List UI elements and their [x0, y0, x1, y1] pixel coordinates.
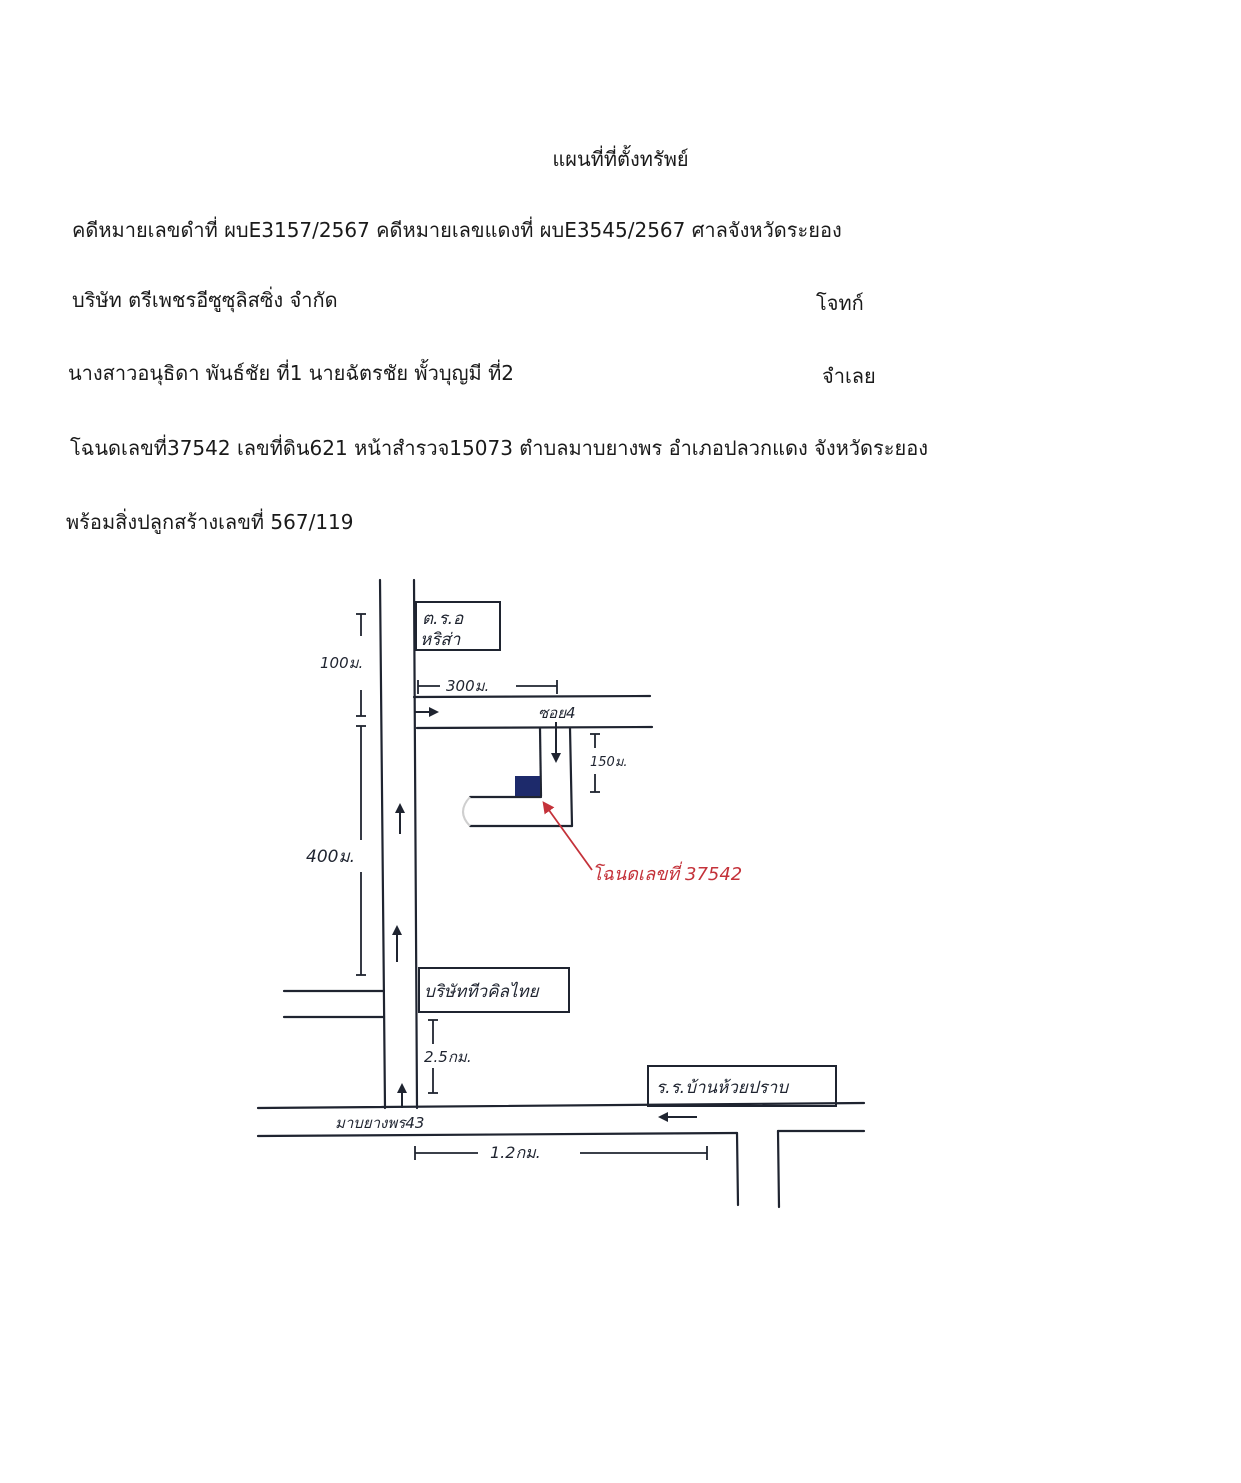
- landmark-school-label: ร.ร.บ้านห้วยปราบ: [656, 1078, 789, 1098]
- plaintiff-name: บริษัท ตรีเพชรอีซูซุลิสซิ่ง จำกัด: [72, 288, 338, 312]
- building-number-line: พร้อมสิ่งปลูกสร้างเลขที่ 567/119: [66, 510, 354, 534]
- top-road-south-edge: [415, 725, 654, 730]
- main-road-east-edge: [412, 578, 419, 1110]
- landmark-top-label-1: ต.ร.อ: [422, 609, 464, 629]
- deed-details-line: โฉนดเลขที่37542 เลขที่ดิน621 หน้าสำรวจ15…: [70, 436, 928, 460]
- landmark-school-box: [647, 1065, 837, 1107]
- deed-pointer-arrow: [542, 801, 593, 871]
- soi-road-end: [462, 796, 471, 827]
- side-road-west-edge: [735, 1131, 740, 1207]
- landmark-top-box: [415, 601, 501, 651]
- defendant-role: จำเลย: [822, 364, 876, 388]
- bottom-road-south-west: [256, 1131, 739, 1138]
- page-title: แผนที่ที่ตั้งทรัพย์: [552, 147, 689, 171]
- property-location-marker: [515, 776, 540, 796]
- dist-1-2km-label: 1.2กม.: [490, 1143, 541, 1162]
- dist-400m-label: 400ม.: [306, 847, 355, 867]
- dist-100m-label: 100ม.: [320, 654, 363, 672]
- side-road-east-edge: [776, 1129, 781, 1209]
- plaintiff-role: โจทก์: [816, 291, 864, 315]
- soi-label: ซอย4: [538, 704, 576, 722]
- main-road-west-edge: [378, 578, 387, 1110]
- dist-150m-label: 150ม.: [590, 755, 628, 770]
- dist-2-5km-label: 2.5กม.: [424, 1048, 472, 1066]
- case-number-line: คดีหมายเลขดำที่ ผบE3157/2567 คดีหมายเลขแ…: [72, 218, 842, 242]
- deed-label: โฉนดเลขที่ 37542: [592, 861, 742, 885]
- bottom-road-north-edge: [256, 1101, 866, 1110]
- main-road-label: มาบยางพร43: [335, 1114, 424, 1132]
- defendant-names: นางสาวอนุธิดา พันธ์ชัย ที่1 นายฉัตรชัย พ…: [68, 361, 515, 385]
- dist-300m-label: 300ม.: [446, 677, 489, 695]
- soi-west-edge: [538, 726, 543, 798]
- landmark-company-box: [418, 967, 570, 1013]
- roads: [256, 578, 866, 1209]
- landmark-top-label-2: หริส่า: [420, 630, 461, 650]
- top-road-north-edge: [412, 694, 652, 699]
- landmark-company-label: บริษัททีวคิลไทย: [424, 981, 540, 1002]
- soi-east-edge: [568, 726, 574, 828]
